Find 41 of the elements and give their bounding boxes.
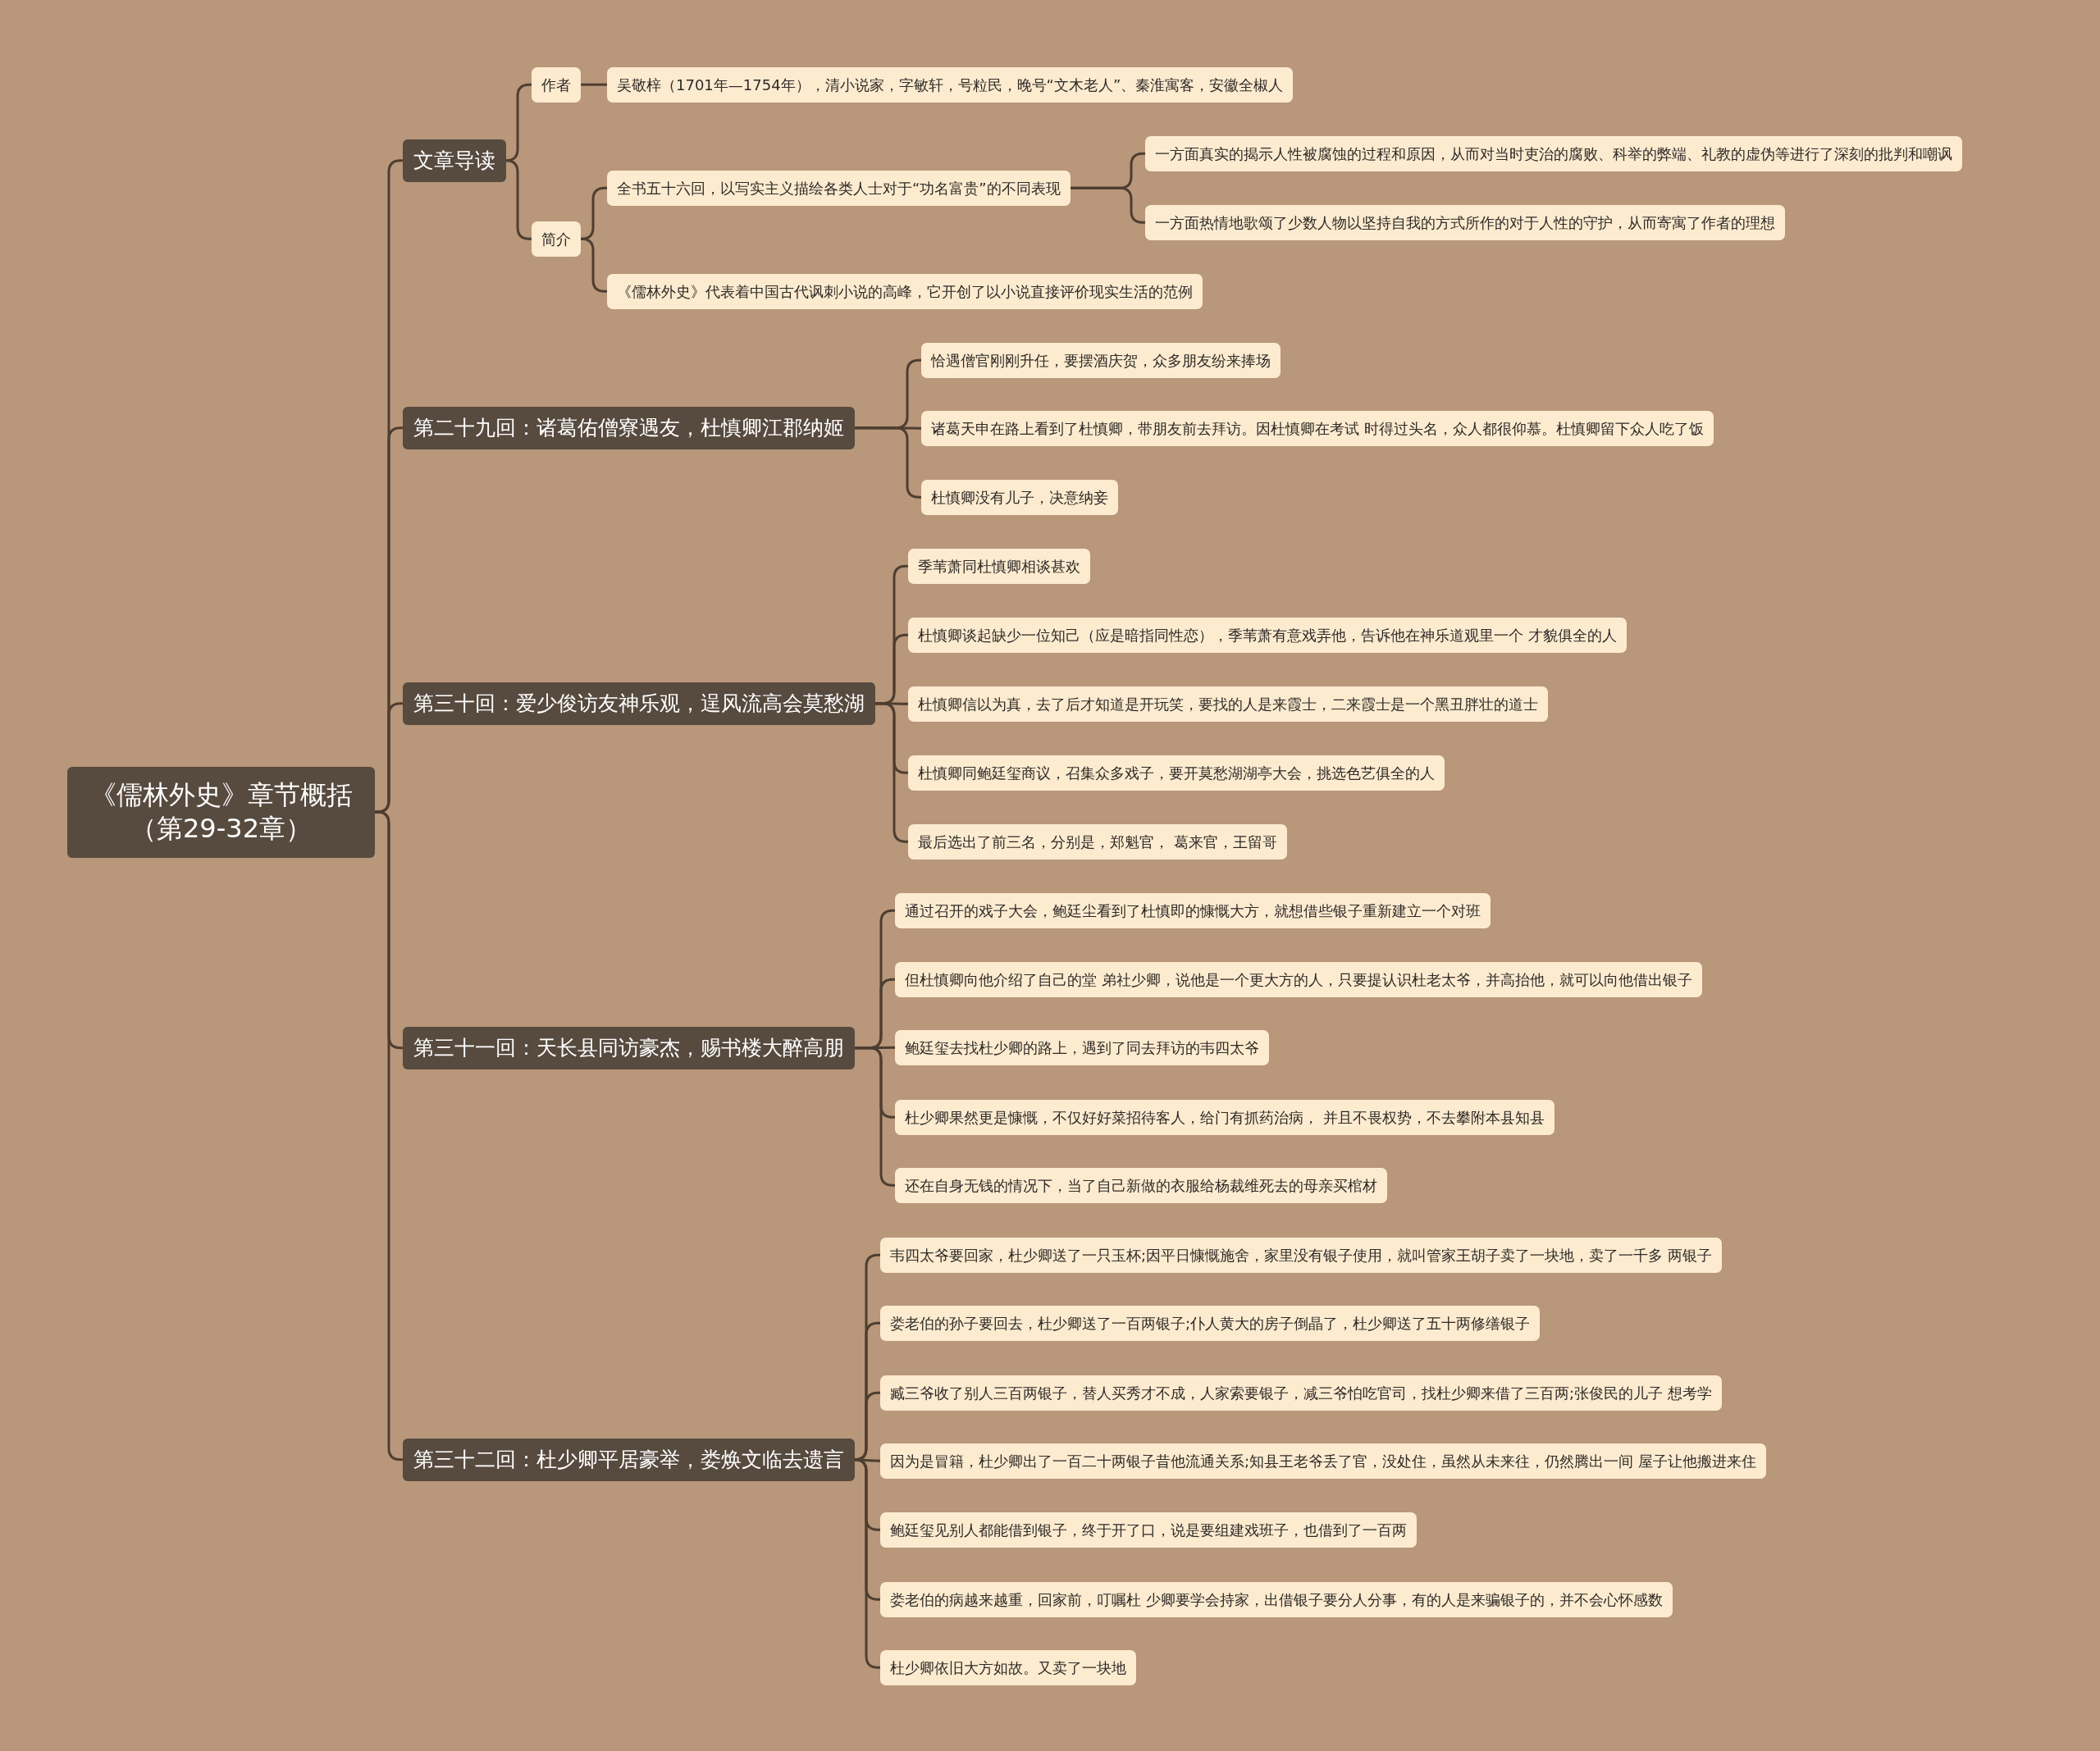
note-box: 作者 (532, 66, 581, 103)
note-box: 杜慎卿谈起缺少一位知己（应是暗指同性恋），季苇萧有意戏弄他，告诉他在神乐道观里一个 才貌俱全的人 (908, 617, 1627, 653)
connector-line (580, 237, 607, 293)
note-box: 恰遇僧官刚刚升任，要摆酒庆贺，众多朋友纷来捧场 (921, 342, 1281, 378)
connector-line (855, 1046, 895, 1187)
connector-line (875, 702, 908, 843)
note-box: 杜慎卿没有儿子，决意纳妾 (921, 479, 1118, 515)
chapter-topic-box: 第二十九回：诸葛佑僧寮遇友，杜慎卿江郡纳姬 (403, 406, 855, 449)
connector-line (504, 159, 532, 240)
note-box: 全书五十六回，以写实主义描绘各类人士对于“功名富贵”的不同表现 (607, 170, 1071, 206)
note-box: 一方面真实的揭示人性被腐蚀的过程和原因，从而对当时吏治的腐败、科举的弊端、礼教的虚伪等进行了深刻的批判和嘲讽 (1145, 135, 1962, 171)
central-topic-box: 《儒林外史》章节概括（第29-32章） (67, 766, 375, 858)
note-box: 诸葛天申在路上看到了杜慎卿，带朋友前去拜访。因杜慎卿在考试 时得过头名，众人都很仰慕。杜慎卿留下众人吃了饭 (921, 410, 1714, 446)
note-box: 娄老伯的病越来越重，回家前，叮嘱杜 少卿要学会持家，出借银子要分人分事，有的人是来骗银子的，并不会心怀感数 (880, 1581, 1673, 1617)
note-box: 因为是冒籍，杜少卿出了一百二十两银子昔他流通关系;知县王老爷丢了官，没处住，虽然从未来往，仍然腾出一间 屋子让他搬进来住 (880, 1443, 1766, 1479)
connector-line (1070, 186, 1145, 224)
note-box: 最后选出了前三名，分别是，郑魁官， 葛来官，王留哥 (908, 823, 1287, 860)
note-box: 鲍廷玺见别人都能借到银子，终于开了口，说是要组建戏班子，也借到了一百两 (880, 1512, 1417, 1548)
note-box: 鲍廷玺去找杜少卿的路上，遇到了同去拜访的韦四太爷 (895, 1029, 1269, 1065)
note-box: 杜少卿果然更是慷慨，不仅好好菜招待客人，给门有抓药治病， 并且不畏权势，不去攀附本县知县 (895, 1099, 1554, 1135)
note-box: 娄老伯的孙子要回去，杜少卿送了一百两银子;仆人黄大的房子倒晶了，杜少卿送了五十两修缮银子 (880, 1305, 1541, 1341)
connector-line (855, 1458, 880, 1462)
note-box: 杜慎卿信以为真，去了后才知道是开玩笑，要找的人是来霞士，二来霞士是一个黑丑胖壮的道士 (908, 686, 1548, 722)
note-box: 通过召开的戏子大会，鲍廷尘看到了杜慎即的慷慨大方，就想借些银子重新建立一个对班 (895, 892, 1491, 928)
note-box: 吴敬梓（1701年—1754年），清小说家，字敏轩，号粒民，晚号“文木老人”、秦淮寓客，安徽全椒人 (607, 66, 1294, 103)
note-box: 臧三爷收了别人三百两银子，替人买秀才不成，人家索要银子，减三爷怕吃官司，找杜少卿来借了三百两;张俊民的儿子 想考学 (880, 1375, 1722, 1411)
note-box: 一方面热情地歌颂了少数人物以坚持自我的方式所作的对于人性的守护，从而寄寓了作者的理想 (1145, 204, 1785, 240)
note-box: 杜少卿依旧大方如故。又卖了一块地 (880, 1649, 1136, 1685)
connector-line (853, 1458, 880, 1669)
note-box: 杜慎卿同鲍廷玺商议，召集众多戏子，要开莫愁湖湖亭大会，挑选色艺俱全的人 (908, 755, 1445, 791)
chapter-topic-box: 文章导读 (403, 139, 506, 182)
chapter-topic-box: 第三十一回：天长县同访豪杰，赐书楼大醉高朋 (403, 1026, 855, 1069)
chapter-topic-box: 第三十二回：杜少卿平居豪举，娄焕文临去遗言 (403, 1438, 855, 1481)
note-box: 还在自身无钱的情况下，当了自己新做的衣服给杨裁维死去的母亲买棺材 (895, 1167, 1387, 1203)
note-box: 韦四太爷要回家，杜少卿送了一只玉杯;因平日慷慨施舍，家里没有银子使用，就叫管家王胡子卖了一块地，卖了一千多 两银子 (880, 1237, 1722, 1273)
connector-line (581, 83, 607, 86)
note-box: 《儒林外史》代表着中国古代讽刺小说的高峰，它开创了以小说直接评价现实生活的范例 (607, 273, 1203, 309)
chapter-topic-box: 第三十回：爱少俊访友神乐观，逞风流高会莫愁湖 (403, 682, 875, 725)
note-box: 简介 (532, 221, 581, 257)
note-box: 季苇萧同杜慎卿相谈甚欢 (908, 548, 1090, 584)
note-box: 但杜慎卿向他介绍了自己的堂 弟社少卿，说他是一个更大方的人，只要提认识杜老太爷，并高抬他，就可以向他借出银子 (895, 961, 1702, 997)
